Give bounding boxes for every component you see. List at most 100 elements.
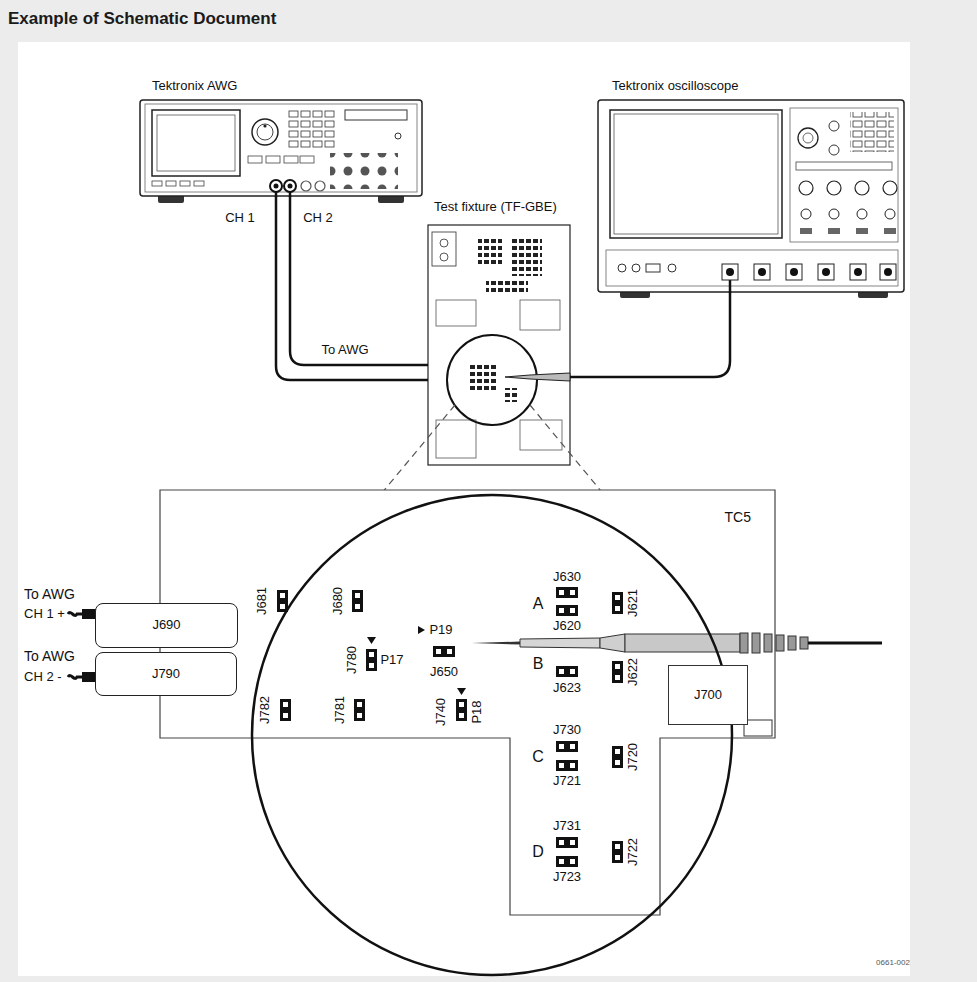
test-fixture-board [440, 239, 448, 247]
oscilloscope-instrument [818, 264, 834, 280]
oscilloscope-instrument [668, 264, 676, 272]
test-fixture-board [436, 420, 476, 458]
jumper-label: J622 [626, 658, 640, 686]
node-title: Tektronix oscilloscope [612, 79, 738, 93]
cable-stub [82, 672, 96, 682]
cable-stub [68, 609, 96, 682]
awg-instrument [330, 153, 398, 189]
jumper-symbol [612, 841, 623, 852]
oscilloscope-instrument [801, 209, 811, 219]
node-title: Tektronix AWG [152, 79, 237, 93]
jumper-symbol [567, 837, 578, 848]
jumper-symbol [352, 590, 363, 601]
awg-instrument [266, 156, 280, 163]
probe [808, 642, 882, 645]
oscilloscope-instrument [880, 264, 896, 280]
jumper-symbol [556, 605, 567, 616]
test-fixture-board [428, 225, 570, 465]
jumper-symbol [612, 672, 623, 683]
awg-instrument [300, 156, 314, 163]
oscilloscope-instrument [856, 228, 868, 234]
jumper-symbol [366, 649, 377, 660]
jumper-label: J680 [331, 587, 345, 615]
jumper-label: J681 [255, 587, 269, 615]
test-fixture-board [440, 253, 448, 261]
oscilloscope-instrument [799, 181, 813, 195]
awg-instrument [157, 115, 235, 171]
pin-marker [457, 688, 466, 695]
oscilloscope-instrument [827, 181, 841, 195]
node-title: J790 [152, 667, 180, 681]
oscilloscope-instrument [800, 228, 812, 234]
jumper-symbol [556, 760, 567, 771]
jumper-symbol [354, 699, 365, 710]
oscilloscope-instrument [850, 264, 866, 280]
zoom-circle [252, 495, 732, 975]
cable-label: To AWG [321, 343, 368, 357]
jumper-symbol [456, 710, 467, 721]
test-fixture-board [470, 362, 498, 390]
awg-instrument [395, 133, 401, 139]
pin-label: P19 [429, 623, 452, 637]
jumper-label: J620 [553, 619, 581, 633]
awg-instrument [248, 156, 262, 163]
awg-instrument [263, 124, 266, 127]
probe [764, 634, 772, 652]
oscilloscope-instrument [726, 268, 734, 276]
jumper-symbol [366, 660, 377, 671]
awg-instrument: Tektronix AWG [140, 100, 422, 196]
oscilloscope-instrument [790, 108, 898, 242]
oscilloscope-instrument [884, 268, 892, 276]
jumper-symbol [433, 646, 444, 657]
jumper-symbol [567, 760, 578, 771]
test-fixture-board [447, 335, 537, 425]
connector-part [744, 720, 772, 736]
jumper-symbol [556, 837, 567, 848]
cable [276, 196, 428, 380]
jumper-symbol [277, 590, 288, 601]
awg-instrument [152, 181, 162, 186]
jumper-label: J720 [626, 743, 640, 771]
node-title: Test fixture (TF-GBE) [434, 200, 557, 214]
oscilloscope-instrument [786, 264, 802, 280]
figure-number: 0661-002 [876, 959, 910, 968]
jumper-symbol [556, 666, 567, 677]
awg-instrument [166, 181, 176, 186]
connector-box: J690 [95, 603, 238, 648]
jumper-symbol [612, 661, 623, 672]
oscilloscope-instrument [828, 228, 840, 234]
diagram-title: Example of Schematic Document [8, 9, 276, 29]
oscilloscope-instrument [829, 209, 839, 219]
cable-stub [68, 613, 82, 616]
group-letter: A [533, 595, 544, 613]
channel-label: CH 1 [225, 211, 255, 225]
awg-instrument [152, 110, 240, 176]
jumper-symbol [612, 852, 623, 863]
jumper-symbol [456, 699, 467, 710]
group-letter: D [532, 843, 544, 861]
oscilloscope-instrument [822, 268, 830, 276]
oscilloscope-instrument [598, 100, 904, 298]
awg-instrument [194, 181, 204, 186]
oscilloscope-instrument [829, 121, 839, 131]
jumper-symbol [280, 699, 291, 710]
group-letter: B [533, 655, 544, 673]
jumper-label: J723 [553, 870, 581, 884]
connector-box: J790 [95, 652, 237, 696]
jumper-label: J722 [626, 838, 640, 866]
test-fixture-board [512, 236, 542, 276]
jumper-label: J781 [333, 696, 347, 724]
cable-label: To AWG [24, 649, 75, 664]
jumper-label: J731 [553, 819, 581, 833]
cable-stub [82, 609, 96, 619]
oscilloscope-instrument [857, 209, 867, 219]
test-fixture-board [428, 225, 570, 465]
jumper-label: J650 [430, 665, 458, 679]
test-fixture-board [486, 280, 528, 294]
awg-instrument [284, 156, 298, 163]
jumper-symbol [567, 587, 578, 598]
